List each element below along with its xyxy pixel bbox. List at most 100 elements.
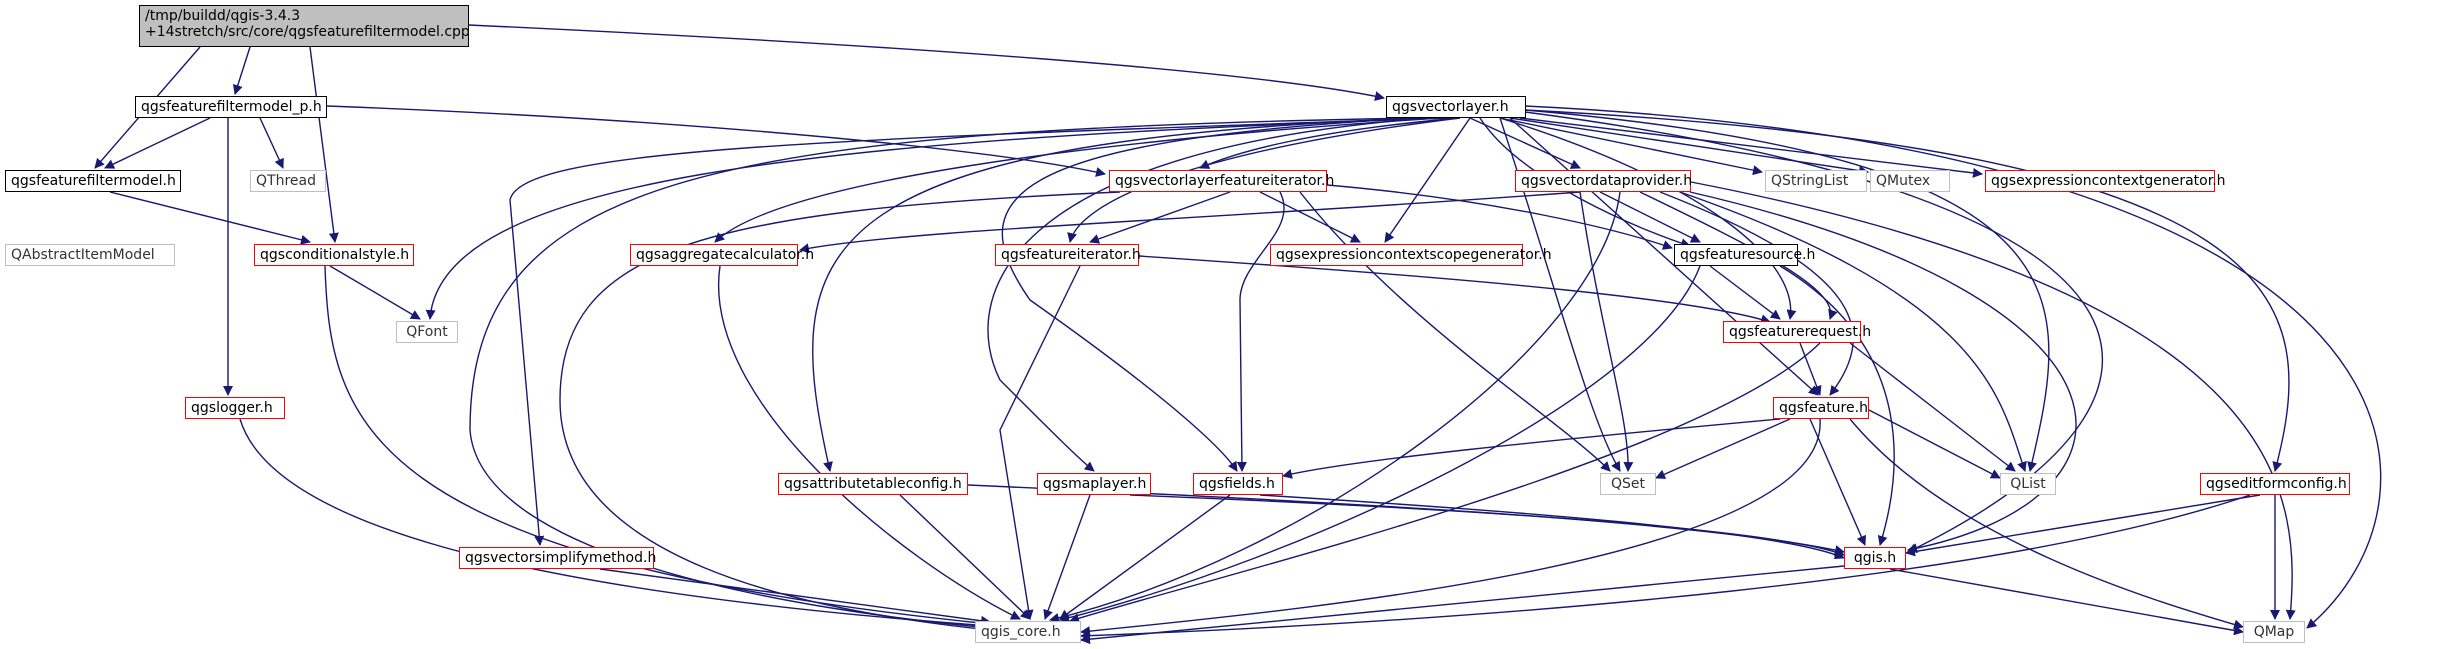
node-label: QThread xyxy=(256,173,316,189)
dependency-edge xyxy=(1639,191,1838,320)
dependency-edge xyxy=(309,46,339,243)
node-label: qgsfeaturerequest.h xyxy=(1729,324,1872,340)
dependency-edge xyxy=(1905,494,2261,557)
dependency-edge xyxy=(1579,191,1634,472)
dependency-edge xyxy=(1129,494,1845,557)
node-label: qgsexpressioncontextscopegenerator.h xyxy=(1276,247,1552,263)
dependency-edge xyxy=(1519,117,1983,178)
dependency-edge xyxy=(509,117,1441,546)
dependency-edge xyxy=(468,24,1385,102)
node-label: qgsvectorlayerfeatureiterator.h xyxy=(1115,173,1335,189)
dependency-edge xyxy=(1299,191,1611,472)
dependency-edge xyxy=(259,117,284,169)
dependency-edge xyxy=(717,265,1021,620)
node-label: qgsfeaturesource.h xyxy=(1680,247,1816,263)
node-qgsaggregatecalculator-h[interactable]: qgsaggregatecalculator.h xyxy=(630,244,814,266)
node-qgis-h[interactable]: qgis.h xyxy=(1844,547,1906,569)
dependency-edge xyxy=(1499,117,1763,176)
node-qgslogger-h[interactable]: qgslogger.h xyxy=(185,397,285,419)
node-qgsexpressioncontextscopegenerator-h[interactable]: qgsexpressioncontextscopegenerator.h xyxy=(1270,244,1552,266)
node-qmutex[interactable]: QMutex xyxy=(1870,170,1950,192)
node-label: qgsmaplayer.h xyxy=(1043,476,1147,492)
dependency-edge xyxy=(1659,191,1854,396)
dependency-edge xyxy=(1080,565,1845,645)
node-qgsmaplayer-h[interactable]: qgsmaplayer.h xyxy=(1037,473,1151,495)
dependency-edge xyxy=(1326,184,1673,250)
node-qgsfeatureiterator-h[interactable]: qgsfeatureiterator.h xyxy=(995,244,1141,266)
dependency-edge xyxy=(232,46,251,95)
dependency-edge xyxy=(1080,494,2251,641)
dependency-edge xyxy=(967,484,1845,555)
dependency-edge xyxy=(1049,191,1621,623)
node-label: qgsfields.h xyxy=(1199,476,1275,492)
dependency-edge xyxy=(1469,117,1581,169)
dependency-edge xyxy=(1655,418,1791,479)
node-label: qgsattributetableconfig.h xyxy=(784,476,962,492)
node-qgsfeaturefiltermodel-h[interactable]: qgsfeaturefiltermodel.h xyxy=(5,170,181,192)
root-file-path-line2: +14stretch/src/core/qgsfeaturefiltermode… xyxy=(145,24,470,40)
dependency-edge xyxy=(1690,181,2296,620)
node-qgsfeaturefiltermodel-p-h[interactable]: qgsfeaturefiltermodel_p.h xyxy=(135,96,327,118)
node-qabstractitemmodel[interactable]: QAbstractItemModel xyxy=(5,244,175,266)
node-qgseditformconfig-h[interactable]: qgseditformconfig.h xyxy=(2200,473,2350,495)
dependency-edge xyxy=(104,117,211,169)
node-label: qgsfeaturefiltermodel_p.h xyxy=(141,99,322,115)
node-qgsvectorlayerfeatureiterator-h[interactable]: qgsvectorlayerfeatureiterator.h xyxy=(1109,170,1334,192)
dependency-edge xyxy=(324,265,991,629)
dependency-edge xyxy=(1259,494,1845,559)
node-label: qgis_core.h xyxy=(981,624,1061,640)
node-qmap[interactable]: QMap xyxy=(2243,621,2305,643)
node-qgsvectorlayer-h[interactable]: qgsvectorlayer.h xyxy=(1386,96,1526,118)
dependency-edge xyxy=(1059,265,1701,623)
node-label: QSet xyxy=(1610,476,1645,492)
node-qlist[interactable]: QList xyxy=(2000,473,2056,495)
node-qset[interactable]: QSet xyxy=(1600,473,1656,495)
node-label: qgsvectorlayer.h xyxy=(1392,99,1509,115)
dependency-edge xyxy=(1599,191,1701,243)
node-label: QMap xyxy=(2253,624,2295,640)
dependency-edge xyxy=(1059,494,1231,620)
node-qgsfeaturerequest-h[interactable]: qgsfeaturerequest.h xyxy=(1723,321,1871,343)
node-qstringlist[interactable]: QStringList xyxy=(1765,170,1867,192)
node-qgsfields-h[interactable]: qgsfields.h xyxy=(1193,473,1283,495)
dependency-edge xyxy=(1799,342,1822,396)
dependency-edge xyxy=(1524,109,2050,472)
dependency-edge xyxy=(1524,105,2382,629)
node-qgis-core-h[interactable]: qgis_core.h xyxy=(975,621,1081,643)
dependency-edge xyxy=(812,117,1431,472)
dependency-edge xyxy=(999,265,1081,620)
node-label: QMutex xyxy=(1876,173,1931,189)
dependency-edge xyxy=(1779,265,1895,546)
node-label: qgsconditionalstyle.h xyxy=(260,247,410,263)
dependency-edge xyxy=(469,117,1421,633)
dependency-edge xyxy=(1709,265,1781,320)
node-label: qgsvectordataprovider.h xyxy=(1521,173,1693,189)
node-qgsconditionalstyle-h[interactable]: qgsconditionalstyle.h xyxy=(254,244,414,266)
dependency-edge xyxy=(1282,418,1781,479)
node-qgsattributetableconfig-h[interactable]: qgsattributetableconfig.h xyxy=(778,473,968,495)
node-qthread[interactable]: QThread xyxy=(250,170,326,192)
dependency-edge xyxy=(1259,191,1361,243)
node-qfont[interactable]: QFont xyxy=(396,321,458,343)
node-qgsfeature-h[interactable]: qgsfeature.h xyxy=(1773,397,1869,419)
node-qgsvectordataprovider-h[interactable]: qgsvectordataprovider.h xyxy=(1515,170,1693,192)
dependency-edge xyxy=(1043,494,1091,620)
node-root-file[interactable]: /tmp/buildd/qgis-3.4.3 +14stretch/src/co… xyxy=(139,5,470,47)
node-label: qgsfeaturefiltermodel.h xyxy=(11,173,176,189)
node-label: qgsvectorsimplifymethod.h xyxy=(465,550,657,566)
node-qgsvectorsimplifymethod-h[interactable]: qgsvectorsimplifymethod.h xyxy=(459,547,657,569)
node-label: QList xyxy=(2010,476,2046,492)
node-label: qgslogger.h xyxy=(191,400,273,416)
dependency-edge xyxy=(1868,409,2001,479)
dependency-edge xyxy=(987,117,1431,472)
dependency-edge xyxy=(1524,109,2290,472)
node-qgsfeaturesource-h[interactable]: qgsfeaturesource.h xyxy=(1674,244,1815,266)
node-label: qgseditformconfig.h xyxy=(2206,476,2347,492)
dependency-edge xyxy=(1080,418,1821,637)
dependency-edge xyxy=(599,568,991,626)
dependency-edge xyxy=(1849,342,2016,472)
node-label: qgsaggregatecalculator.h xyxy=(636,247,815,263)
dependency-edge xyxy=(239,418,991,631)
node-qgsexpressioncontextgenerator-h[interactable]: qgsexpressioncontextgenerator.h xyxy=(1985,170,2226,192)
